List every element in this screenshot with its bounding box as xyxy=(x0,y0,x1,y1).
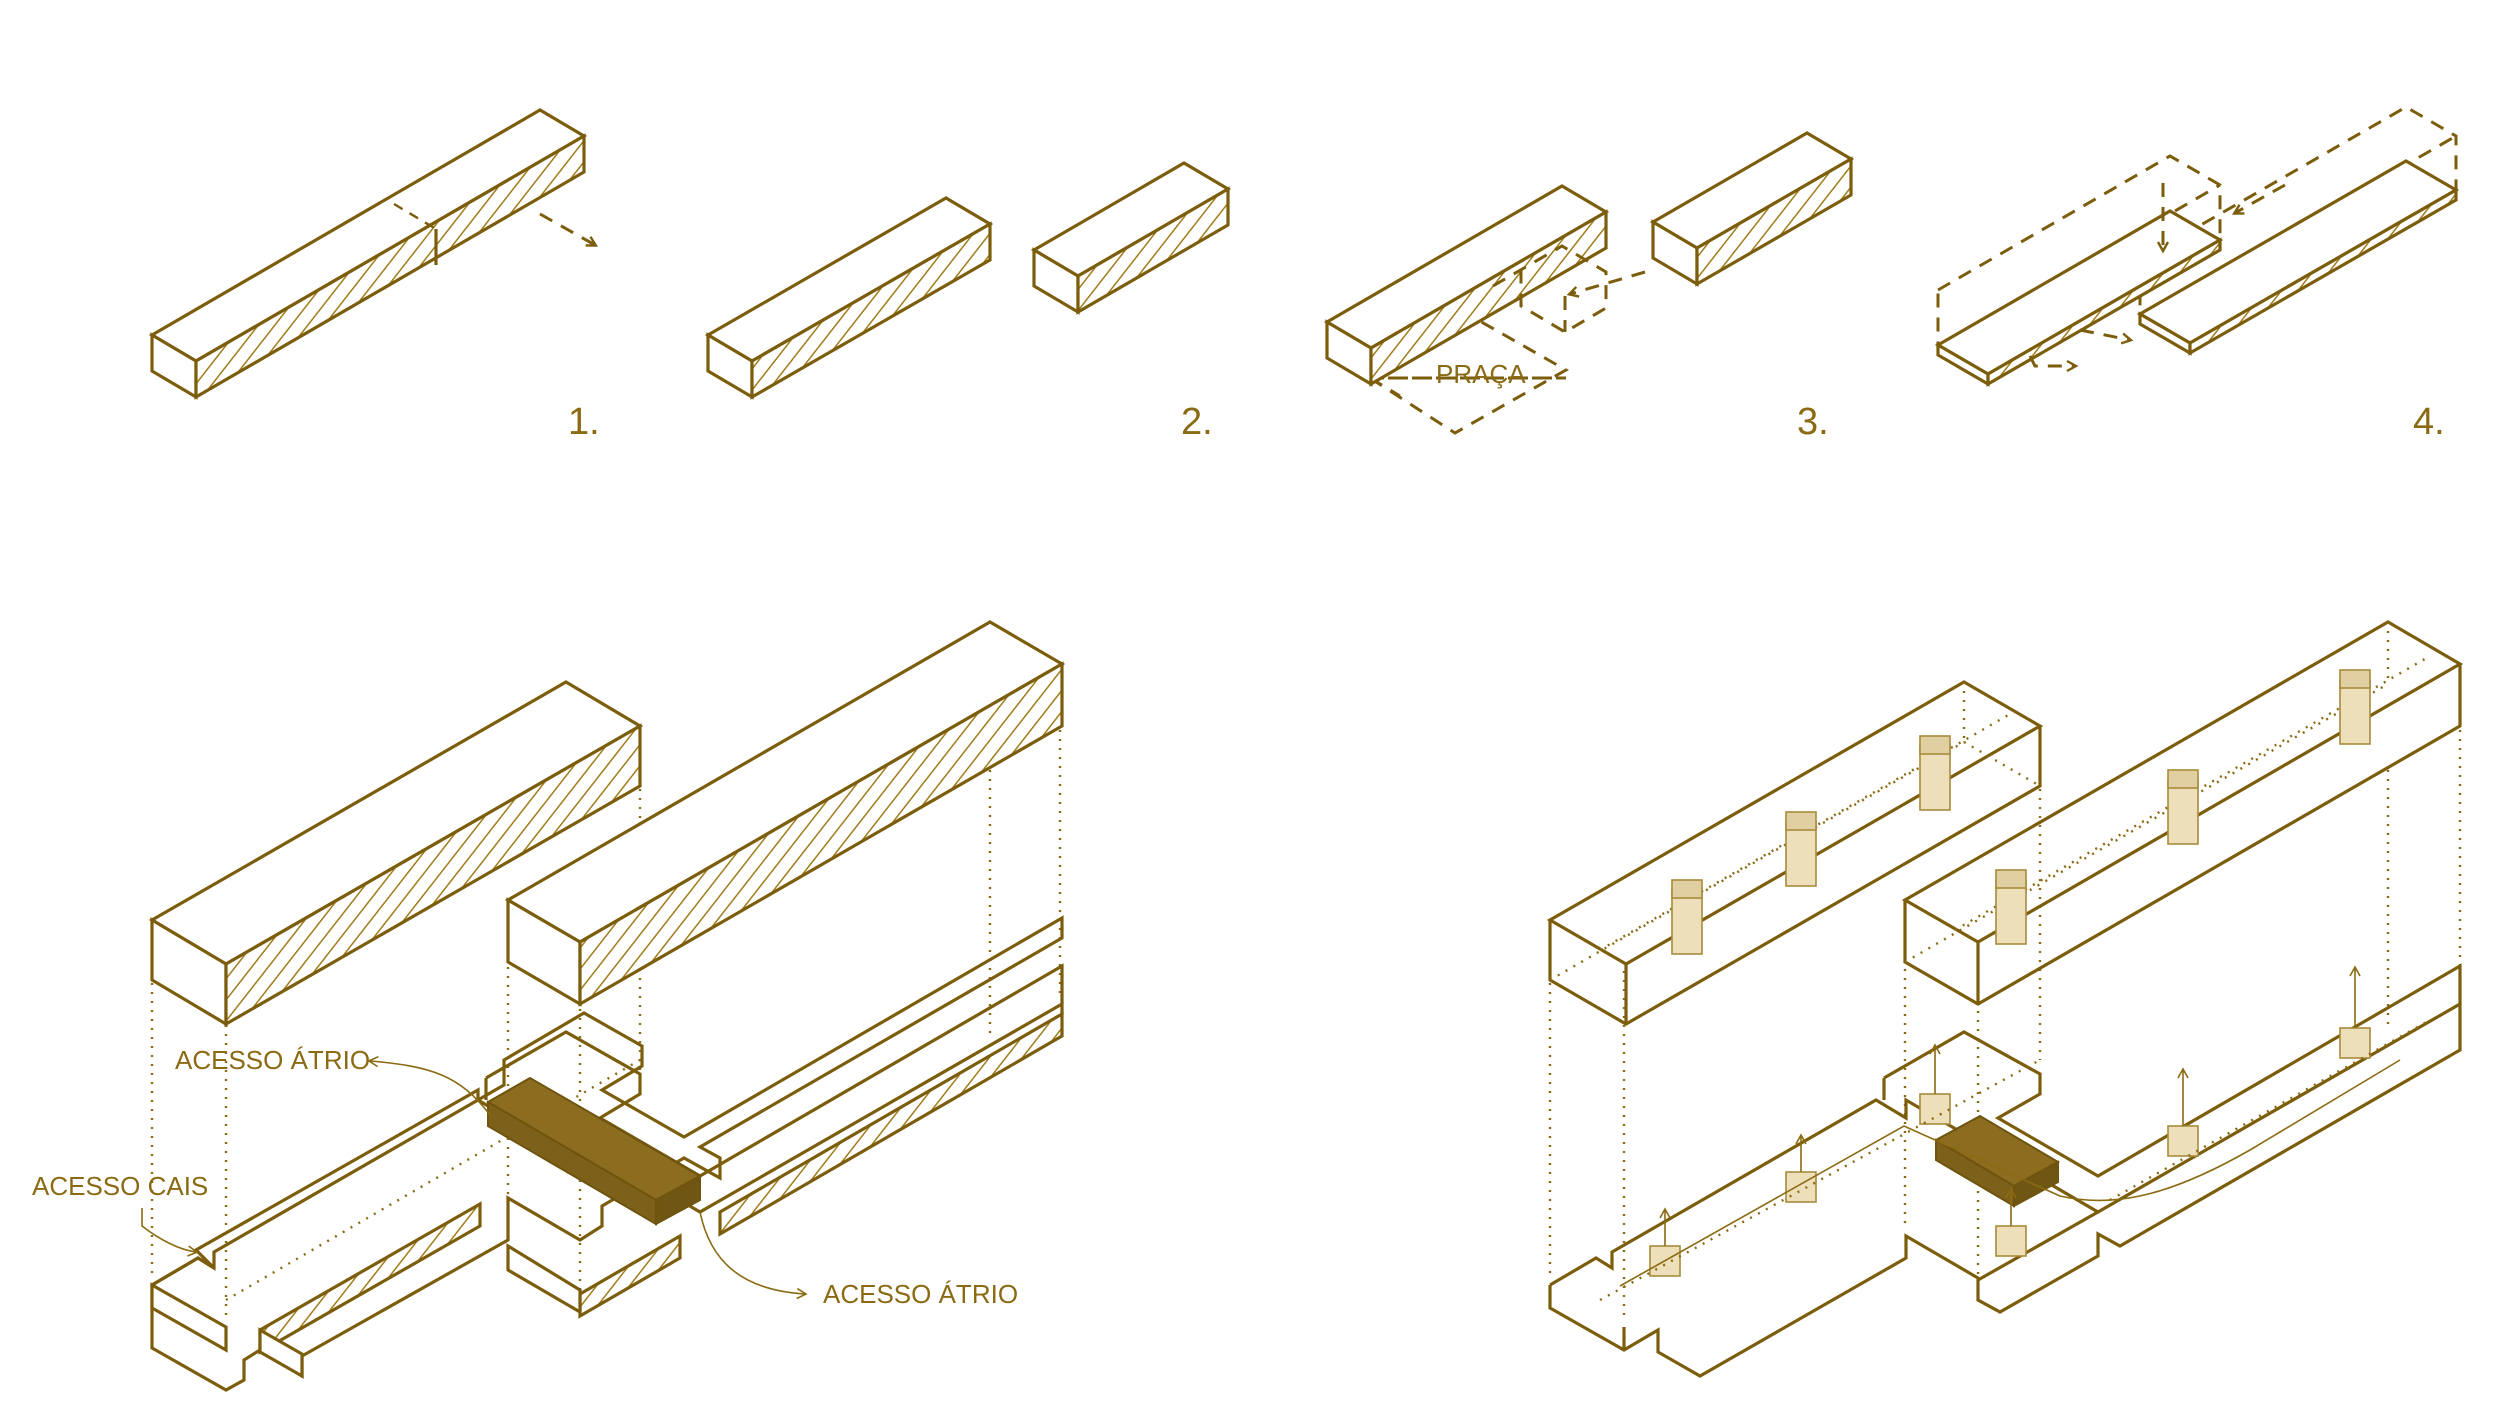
core-ground-6 xyxy=(2339,965,2371,1059)
step-3-diagram: PRAÇA 3. xyxy=(1323,131,1855,443)
core-upper-2 xyxy=(1785,811,1817,887)
core-ground-5 xyxy=(2167,1067,2199,1157)
core-ground-2 xyxy=(1785,1133,1817,1203)
core-upper-6 xyxy=(2339,669,2371,745)
core-ground-3 xyxy=(1919,1043,1951,1125)
core-upper-4 xyxy=(1995,869,2027,945)
core-ground-4 xyxy=(1995,1187,2027,1257)
step-1-diagram: 1. xyxy=(148,108,600,443)
step-1-number: 1. xyxy=(568,401,600,443)
core-upper-5 xyxy=(2167,769,2199,845)
acesso-cais-label: ACESSO CAIS xyxy=(32,1171,208,1201)
praca-label: PRAÇA xyxy=(1436,359,1526,389)
acesso-atrio-top-label: ACESSO ÁTRIO xyxy=(175,1045,370,1075)
step-3-number: 3. xyxy=(1797,401,1829,443)
exploded-axonometric-left: ACESSO ÁTRIO ACESSO CAIS ACESSO ÁTRIO xyxy=(32,620,1066,1392)
step-2-number: 2. xyxy=(1181,401,1213,443)
core-upper-1 xyxy=(1671,879,1703,955)
step-4-diagram: 4. xyxy=(1934,105,2460,443)
core-upper-3 xyxy=(1919,735,1951,811)
acesso-atrio-bottom-label: ACESSO ÁTRIO xyxy=(823,1279,1018,1309)
step-2-diagram: 2. xyxy=(704,161,1232,443)
step-4-number: 4. xyxy=(2413,401,2445,443)
circulation-axonometric-right xyxy=(1546,620,2464,1378)
